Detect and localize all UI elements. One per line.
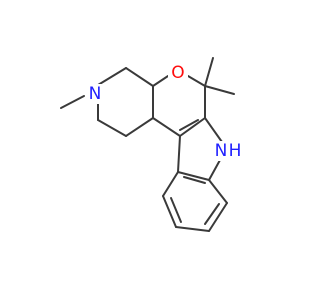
- bond-c3a-c3: [177, 135, 181, 173]
- benzene-ring: [162, 171, 228, 232]
- atom-labels: N O N H: [85, 63, 243, 161]
- bond-o-cgem: [187, 75, 206, 87]
- bond-c3a-c4: [162, 171, 179, 197]
- bond-methyl-n: [60, 95, 85, 109]
- bond-c4-c5: [162, 195, 177, 228]
- bond-c7-c7a: [208, 179, 228, 204]
- h-indole-label: H: [229, 141, 242, 161]
- piperidine-ring: [60, 67, 154, 137]
- bond-cbottom-cleft: [97, 119, 127, 137]
- bond-c2-n-indole: [204, 117, 223, 143]
- bond-c4-c5-inner: [170, 197, 182, 223]
- bond-n-indole-c7a: [208, 159, 221, 181]
- bond-c6-c7: [208, 202, 228, 232]
- bond-c6-c7-inner: [204, 203, 220, 225]
- n-amine-bg: [85, 84, 105, 104]
- bond-jtop-o: [152, 75, 169, 87]
- bond-c2-c3-double: [179, 119, 199, 131]
- bond-n-ctop: [97, 67, 127, 86]
- o-ether-label: O: [171, 63, 184, 83]
- bond-c2-c3: [179, 117, 206, 137]
- bond-cgem-methyl-b: [204, 85, 235, 95]
- bond-c7a-c3a: [177, 171, 210, 181]
- gem-dimethyl-group: [204, 57, 235, 95]
- pyrrole-ring: [177, 117, 223, 181]
- bond-c3-jbottom: [152, 117, 181, 137]
- o-ether-bg: [168, 63, 188, 83]
- n-indole-label: N: [215, 141, 228, 161]
- bond-jbottom-cbottom: [125, 117, 154, 137]
- bond-ctop-jtop: [125, 67, 154, 87]
- bond-c5-c6: [175, 226, 210, 232]
- molecule-structure-diagram: N O N H: [60, 57, 243, 232]
- pyran-ring: [152, 75, 206, 137]
- nh-indole-bg: [211, 141, 243, 161]
- n-amine-label: N: [89, 84, 102, 104]
- bond-cgem-methyl-a: [204, 57, 214, 87]
- bond-c3a-c7a-inner: [183, 176, 206, 184]
